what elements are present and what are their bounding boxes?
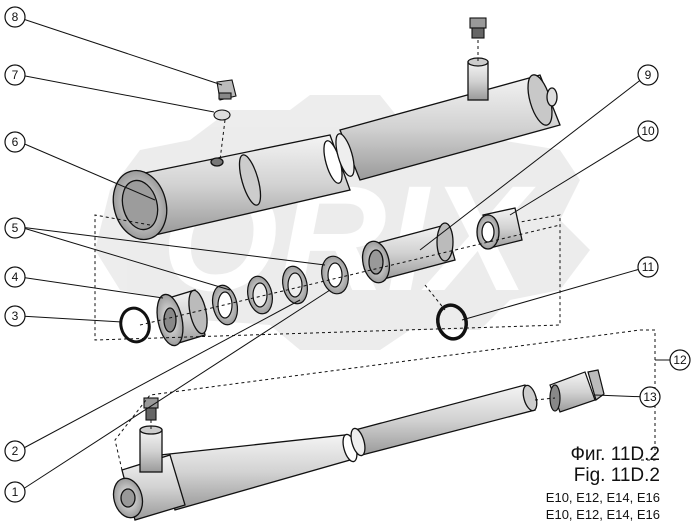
svg-text:13: 13: [643, 390, 657, 404]
callout-11: 11: [637, 256, 659, 278]
piston-rod: [112, 384, 538, 521]
svg-text:8: 8: [12, 10, 19, 24]
plug-fitting-8: [216, 79, 237, 101]
callout-12: 12: [669, 349, 691, 371]
svg-text:9: 9: [645, 68, 652, 82]
seal-kit-5: [211, 255, 349, 326]
washer-7: [213, 109, 231, 121]
callout-13: 13: [639, 386, 661, 408]
callout-2: 2: [4, 440, 26, 462]
model-list-2: E10, E12, E14, E16: [545, 507, 660, 522]
callout-8: 8: [4, 6, 26, 28]
callout-5: 5: [4, 217, 26, 239]
svg-text:5: 5: [12, 221, 19, 235]
grease-nipple-top: [469, 17, 487, 39]
svg-text:10: 10: [641, 124, 655, 138]
callout-4: 4: [4, 266, 26, 288]
plug-fitting-13: [549, 369, 605, 413]
gland-nut-4: [156, 289, 208, 347]
svg-text:3: 3: [12, 309, 19, 323]
svg-text:11: 11: [642, 260, 655, 274]
cylinder-tube: [112, 57, 561, 241]
svg-text:7: 7: [12, 68, 19, 82]
bushing-10: [476, 207, 523, 250]
figure-caption-en: Fig. 11D.2: [573, 465, 660, 486]
svg-text:6: 6: [12, 135, 19, 149]
leader-lines: [19, 17, 648, 492]
svg-text:1: 1: [12, 485, 19, 499]
seal-ring-3: [119, 306, 151, 344]
o-ring-11: [436, 303, 468, 341]
figure-caption-ru: Фиг. 11D.2: [570, 444, 660, 465]
callout-7: 7: [4, 64, 26, 86]
model-list-1: E10, E12, E14, E16: [545, 490, 660, 505]
svg-text:2: 2: [12, 444, 19, 458]
callout-10: 10: [637, 120, 659, 142]
callout-9: 9: [637, 64, 659, 86]
svg-text:4: 4: [12, 270, 19, 284]
callout-6: 6: [4, 131, 26, 153]
svg-text:12: 12: [673, 353, 687, 367]
callout-3: 3: [4, 305, 26, 327]
callout-1: 1: [4, 481, 26, 503]
